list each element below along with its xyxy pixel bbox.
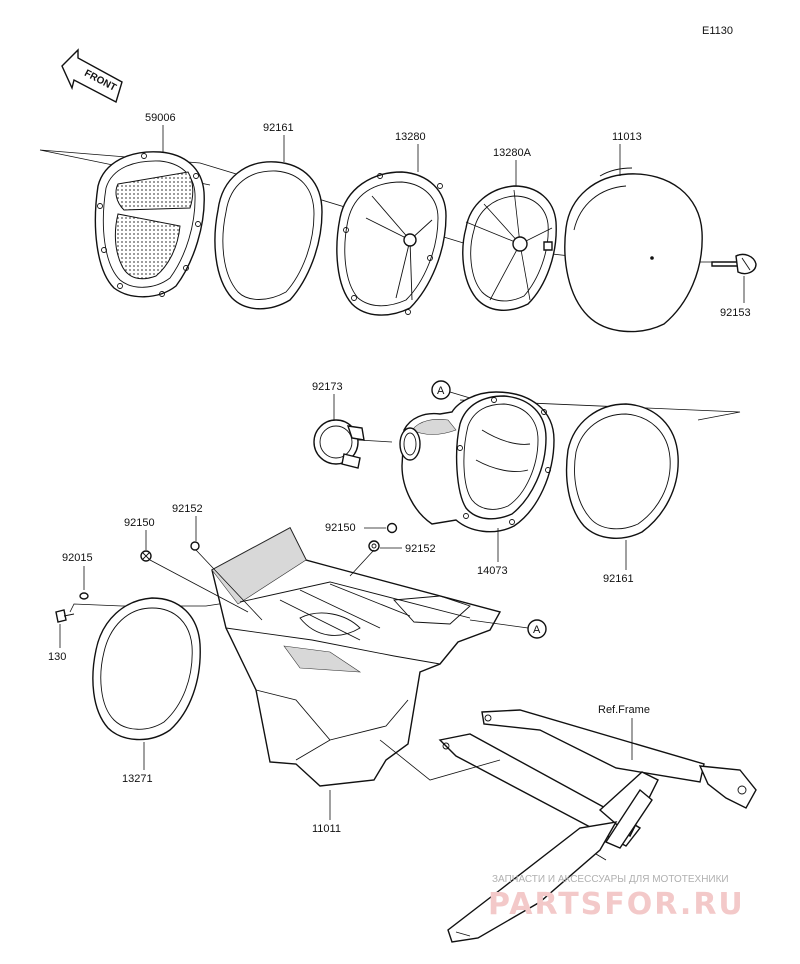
bolt-92150-right — [386, 522, 398, 534]
label-130: 130 — [48, 651, 66, 663]
air-box-11011 — [211, 527, 502, 787]
label-92173: 92173 — [312, 381, 343, 393]
label-11013: 11013 — [612, 131, 642, 143]
ref-a-top-letter: A — [437, 385, 445, 397]
filter-cage-13280A — [462, 185, 557, 311]
sub-frame-reference — [438, 709, 757, 943]
filter-cover-59006 — [94, 151, 205, 298]
hose-clamp-92173 — [313, 419, 365, 469]
label-59006: 59006 — [145, 112, 176, 124]
front-arrow-icon: FRONT — [61, 48, 123, 104]
filter-element-11013 — [564, 167, 703, 333]
gasket-92161-mid — [565, 403, 679, 539]
label-ref-frame: Ref.Frame — [598, 704, 650, 716]
ref-a-bottom: A — [527, 619, 547, 639]
label-92161-top: 92161 — [263, 122, 294, 134]
label-92152-right: 92152 — [405, 543, 436, 555]
collar-92152-right — [368, 540, 380, 552]
label-92161-mid: 92161 — [603, 573, 634, 585]
label-92150-left: 92150 — [124, 517, 155, 529]
diagram-code: E1130 — [702, 25, 733, 37]
label-14073: 14073 — [477, 565, 508, 577]
wing-bolt-92153 — [711, 253, 757, 275]
label-92015: 92015 — [62, 552, 93, 564]
ref-a-top: A — [431, 380, 451, 400]
air-duct-14073 — [399, 391, 555, 533]
label-92152-left: 92152 — [172, 503, 203, 515]
gasket-92161-top — [214, 161, 323, 310]
gasket-13271 — [92, 597, 201, 741]
watermark-tagline: ЗАПЧАСТИ И АКСЕССУАРЫ ДЛЯ МОТОТЕХНИКИ — [492, 874, 729, 885]
label-92153: 92153 — [720, 307, 751, 319]
collar-92152-left — [190, 541, 200, 551]
washer-92015 — [79, 592, 89, 600]
ref-a-bottom-letter: A — [533, 624, 541, 636]
label-11011: 11011 — [312, 823, 341, 835]
bolt-92150-left — [140, 550, 152, 562]
filter-frame-13280 — [336, 171, 447, 316]
bolt-130 — [55, 609, 75, 623]
watermark-logo: PARTSFOR.RU — [488, 887, 745, 922]
label-13280A: 13280A — [493, 147, 532, 159]
label-13271: 13271 — [122, 773, 153, 785]
label-92150-right: 92150 — [325, 522, 356, 534]
label-13280: 13280 — [395, 131, 426, 143]
